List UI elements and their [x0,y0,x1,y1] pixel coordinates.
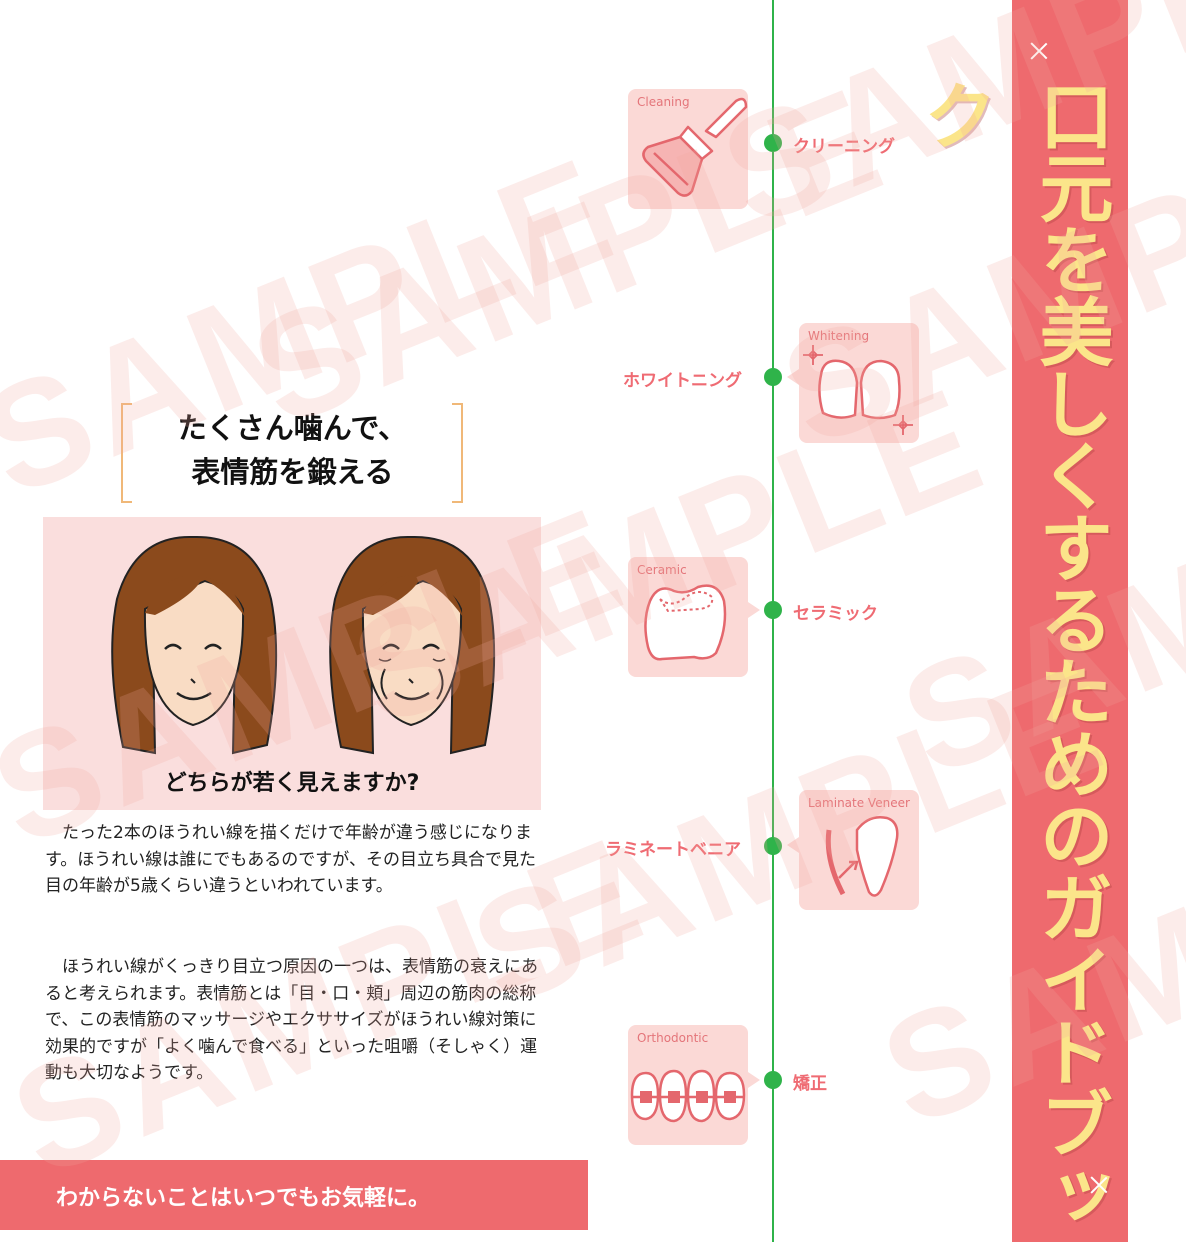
card-whitening: Whitening [799,323,919,443]
article-heading-line2: 表情筋を鍛える [191,455,394,489]
bracket-left [121,403,132,503]
card-label-whitening: Whitening [808,329,870,343]
card-label-ceramic: Ceramic [637,563,687,577]
ceramic-tooth-icon [644,584,727,661]
card-label-laminate-veneer: Laminate Veneer [808,796,910,810]
cross-mark-icon [1030,42,1048,60]
card-pointer [787,369,799,385]
illustration-caption: どちらが若く見えますか? [164,771,420,796]
bracket-right [452,403,463,503]
woman-face-young-illustration [111,535,278,755]
label-orthodontic: 矯正 [793,1074,827,1094]
title-band: 口元を美しくするためのガイドブック [911,0,1128,1242]
card-ceramic: Ceramic [628,557,748,677]
timeline-dot [764,601,782,619]
timeline-dot [764,837,782,855]
article-heading-line1: たくさん噛んで、 [177,411,408,445]
article-paragraph-1: たった2本のほうれい線を描くだけで年齢が違う感じになります。ほうれい線は誰にでも… [45,820,540,900]
orthodontic-braces-icon [630,1069,746,1123]
comparison-illustration: どちらが若く見えますか? [43,517,541,810]
card-pointer [787,837,799,853]
card-label-cleaning: Cleaning [637,95,690,109]
card-label-orthodontic: Orthodontic [637,1031,709,1045]
label-laminate-veneer: ラミネートベニア [605,840,741,860]
card-pointer [748,602,760,618]
card-pointer [748,1072,760,1088]
contact-banner: わからないことはいつでもお気軽に。 [0,1160,588,1230]
article-heading: たくさん噛んで、 表情筋を鍛える [120,402,465,500]
laminate-veneer-icon [825,816,899,897]
timeline-dot [764,134,782,152]
card-orthodontic: Orthodontic [628,1025,748,1145]
label-cleaning: クリーニング [793,137,895,157]
label-ceramic: セラミック [793,604,878,624]
timeline-line [772,0,774,1242]
timeline-dot [764,368,782,386]
cleaning-brush-icon [642,97,748,197]
card-laminate-veneer: Laminate Veneer [799,790,919,910]
card-cleaning: Cleaning [628,89,748,209]
whitening-teeth-icon [803,345,913,435]
cross-mark-icon [1090,1176,1108,1194]
paragraph-text: たった2本のほうれい線を描くだけで年齢が違う感じになります。ほうれい線は誰にでも… [45,823,536,896]
article-paragraph-2: ほうれい線がくっきり目立つ原因の一つは、表情筋の衰えにあると考えられます。表情筋… [45,954,540,1087]
woman-face-older-illustration [329,535,496,755]
contact-banner-text: わからないことはいつでもお気軽に。 [56,1186,431,1211]
timeline-dot [764,1071,782,1089]
paragraph-text: ほうれい線がくっきり目立つ原因の一つは、表情筋の衰えにあると考えられます。表情筋… [45,957,538,1083]
guidebook-title: 口元を美しくするためのガイドブック [911,78,1113,1230]
label-whitening: ホワイトニング [623,371,742,391]
